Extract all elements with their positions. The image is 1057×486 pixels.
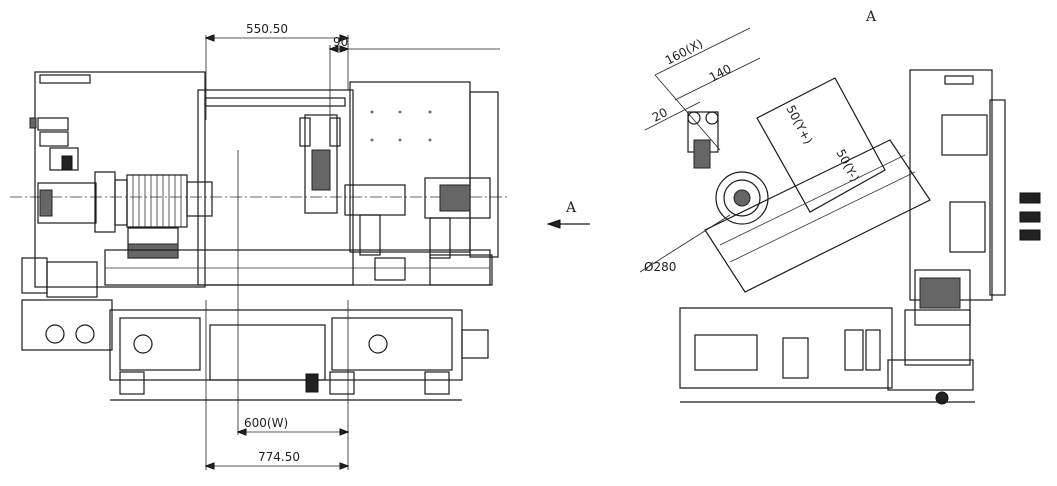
dim-600: 600(W): [236, 150, 350, 470]
chip-conveyor-end: [429, 254, 493, 286]
dim-550: 550.50: [204, 22, 350, 120]
dim-550-label: 550.50: [246, 22, 288, 36]
dim-140: 140: [674, 57, 761, 101]
column-door: [989, 99, 1006, 296]
hydraulic-unit: [21, 257, 113, 351]
side-hydraulic-unit: [904, 269, 971, 366]
left-cabinet: [34, 71, 206, 288]
side-view-title: A: [865, 9, 877, 25]
side-base: [679, 307, 975, 405]
cabinet-label-plate: [39, 74, 91, 84]
housing-dots: [370, 110, 432, 142]
machine-base: [109, 309, 489, 401]
right-door: [469, 91, 499, 258]
spindle-motor: [37, 171, 213, 259]
column-valves: [941, 114, 988, 156]
dim-90-label: 90: [333, 35, 348, 49]
tool-holder: [687, 111, 719, 169]
front-view: 550.50 90 600(W) 774.50: [10, 22, 510, 470]
right-column: [909, 69, 993, 301]
slide-block: [374, 257, 406, 281]
column-box: [949, 201, 986, 253]
dim-diameter-label: Ø280: [644, 260, 676, 274]
dim-600-label: 600(W): [244, 416, 288, 430]
dim-140-label: 140: [707, 62, 734, 85]
bed: [104, 249, 491, 286]
column-plate: [944, 75, 974, 85]
slant-bed: 50(Y+) 50(Y-): [704, 77, 931, 293]
right-housing: [349, 81, 471, 253]
view-arrow: A: [546, 200, 590, 229]
dim-774: 774.50: [204, 300, 350, 470]
turret-disc: Ø280: [639, 171, 769, 274]
tailstock-valves: [29, 117, 79, 171]
dim-y-plus-label: 50(Y+): [783, 103, 815, 147]
dim-160x-label: 160(X): [663, 36, 705, 67]
side-view: A 160(X) 140 20 50(Y+) 50(Y-): [639, 9, 1041, 405]
headstock-cover: [204, 97, 346, 107]
dim-774-label: 774.50: [258, 450, 300, 464]
dim-20: 20: [644, 101, 701, 131]
dim-90: 90: [328, 35, 500, 120]
tailstock: [344, 177, 491, 259]
stacked-parts: [1019, 192, 1041, 241]
view-arrow-label: A: [565, 200, 577, 216]
dim-160x: 160(X): [654, 27, 751, 151]
dim-20-label: 20: [650, 105, 670, 125]
turret: [299, 114, 341, 214]
